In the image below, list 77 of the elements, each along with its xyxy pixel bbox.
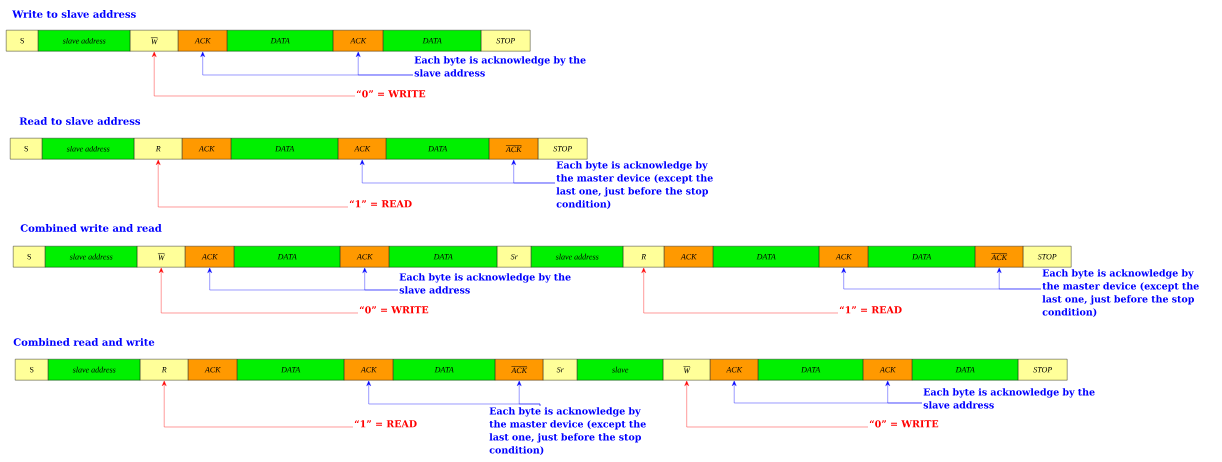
protocol-field: ACK [975, 246, 1024, 268]
protocol-field: DATA [386, 138, 490, 160]
protocol-field: ACK [333, 30, 384, 52]
protocol-field: S [15, 359, 49, 381]
leader-arrow [684, 380, 869, 428]
annotation-text: Each byte is acknowledge by the master device (except the last one, just before the stop condition) [489, 407, 646, 455]
annotation-text: “0” = WRITE [869, 420, 939, 428]
leader-arrow [885, 380, 923, 404]
protocol-field: R [134, 138, 183, 160]
protocol-field: DATA [234, 246, 341, 268]
leader-arrow [152, 51, 356, 97]
leader-arrow [362, 267, 399, 291]
section-title: Read to slave address [19, 117, 141, 125]
protocol-field: Sr [497, 246, 532, 268]
protocol-field: ACK [178, 30, 228, 52]
protocol-field: ACK [710, 359, 759, 381]
protocol-field: DATA [383, 30, 482, 52]
protocol-field: DATA [713, 246, 820, 268]
section-title: Combined write and read [20, 224, 162, 232]
protocol-field: Sr [543, 359, 578, 381]
leader-arrow [511, 159, 556, 184]
protocol-field: ACK [182, 138, 232, 160]
annotation-text: Each byte is acknowledge by the master device (except the last one, just before the stop condition) [1042, 269, 1199, 317]
annotation-text: “1” = READ [354, 420, 417, 428]
leader-arrow [356, 51, 414, 76]
protocol-field: R [623, 246, 665, 268]
protocol-field: ACK [664, 246, 714, 268]
protocol-field: DATA [868, 246, 976, 268]
protocol-field: ACK [338, 138, 387, 160]
protocol-field: W [137, 246, 186, 268]
protocol-field: slave address [531, 246, 624, 268]
protocol-field: DATA [393, 359, 496, 381]
protocol-field: W [663, 359, 711, 381]
annotation-text: Each byte is acknowledge by the slave address [414, 56, 586, 77]
annotation-text: “1” = READ [839, 306, 902, 314]
annotation-text: “1” = READ [349, 200, 412, 208]
annotation-text: Each byte is acknowledge by the slave address [399, 273, 571, 294]
protocol-field: ACK [819, 246, 869, 268]
protocol-field: STOP [1018, 359, 1068, 381]
leader-arrow [516, 380, 541, 407]
protocol-field: ACK [495, 359, 544, 381]
leader-arrow [156, 159, 349, 208]
protocol-field: S [13, 246, 46, 268]
protocol-field: STOP [538, 138, 588, 160]
protocol-field: S [6, 30, 39, 52]
protocol-field: ACK [185, 246, 235, 268]
annotation-text: “0” = WRITE [356, 90, 426, 98]
section-title: Combined read and write [13, 338, 155, 346]
protocol-field: slave address [48, 359, 141, 381]
protocol-field: R [140, 359, 189, 381]
protocol-field: slave [577, 359, 664, 381]
protocol-field: DATA [758, 359, 864, 381]
annotation-text: “0” = WRITE [359, 306, 429, 314]
leader-arrow [641, 267, 839, 314]
leader-arrow [159, 267, 359, 314]
leader-arrow [996, 267, 1042, 290]
section-title: Write to slave address [12, 10, 136, 18]
protocol-field: slave address [38, 30, 131, 52]
protocol-field: ACK [863, 359, 913, 381]
leader-arrow [162, 380, 354, 428]
protocol-field: DATA [231, 138, 339, 160]
protocol-field: ACK [340, 246, 390, 268]
protocol-field: slave address [45, 246, 138, 268]
protocol-field: ACK [344, 359, 394, 381]
protocol-field: S [10, 138, 43, 160]
annotation-text: Each byte is acknowledge by the master device (except the last one, just before the stop condition) [556, 161, 713, 209]
protocol-field: DATA [389, 246, 498, 268]
protocol-field: STOP [481, 30, 531, 52]
protocol-field: DATA [227, 30, 334, 52]
protocol-field: ACK [489, 138, 539, 160]
protocol-field: DATA [912, 359, 1019, 381]
protocol-field: slave address [42, 138, 135, 160]
protocol-field: STOP [1023, 246, 1072, 268]
protocol-field: W [130, 30, 179, 52]
protocol-field: ACK [188, 359, 238, 381]
annotation-text: Each byte is acknowledge by the slave address [923, 388, 1095, 409]
protocol-field: DATA [237, 359, 345, 381]
